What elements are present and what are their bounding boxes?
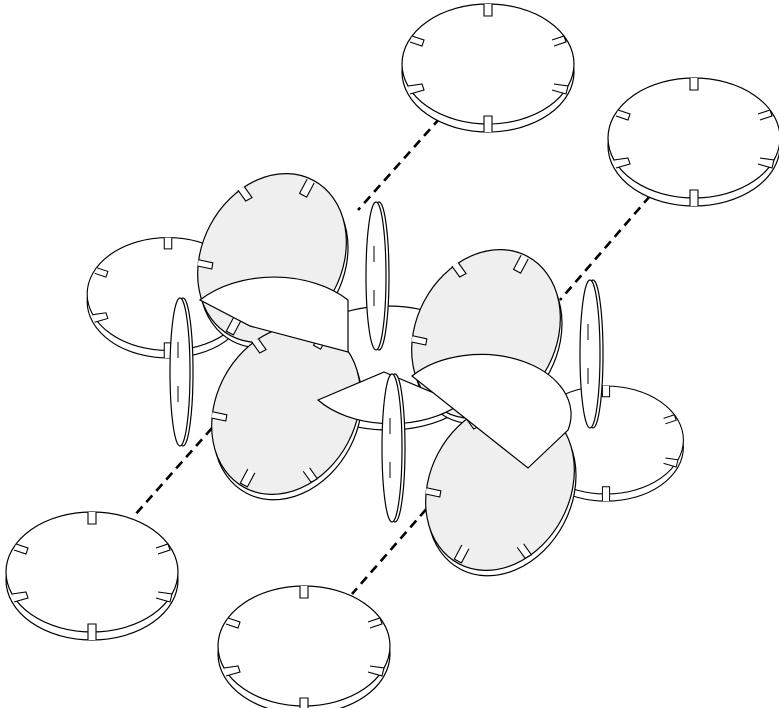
edge-disc-left <box>169 297 194 447</box>
central-assembly <box>86 146 684 603</box>
disc-exploded-bottom-center <box>217 585 391 708</box>
wedge-upper-left <box>198 276 349 353</box>
edge-disc-center <box>381 373 406 523</box>
connector-top-center <box>357 117 441 211</box>
disc-exploded-bottom-left <box>5 511 179 641</box>
connector-bottom-left <box>133 427 213 517</box>
connector-bottom-center <box>351 497 437 595</box>
wedge-right <box>411 353 572 469</box>
connector-top-right <box>559 195 651 301</box>
connector-lines <box>133 117 651 595</box>
disc-exploded-top-right <box>607 77 779 207</box>
edge-disc-top <box>365 201 390 351</box>
disc-exploded-top-center <box>401 3 575 133</box>
edge-disc-right <box>579 279 604 429</box>
